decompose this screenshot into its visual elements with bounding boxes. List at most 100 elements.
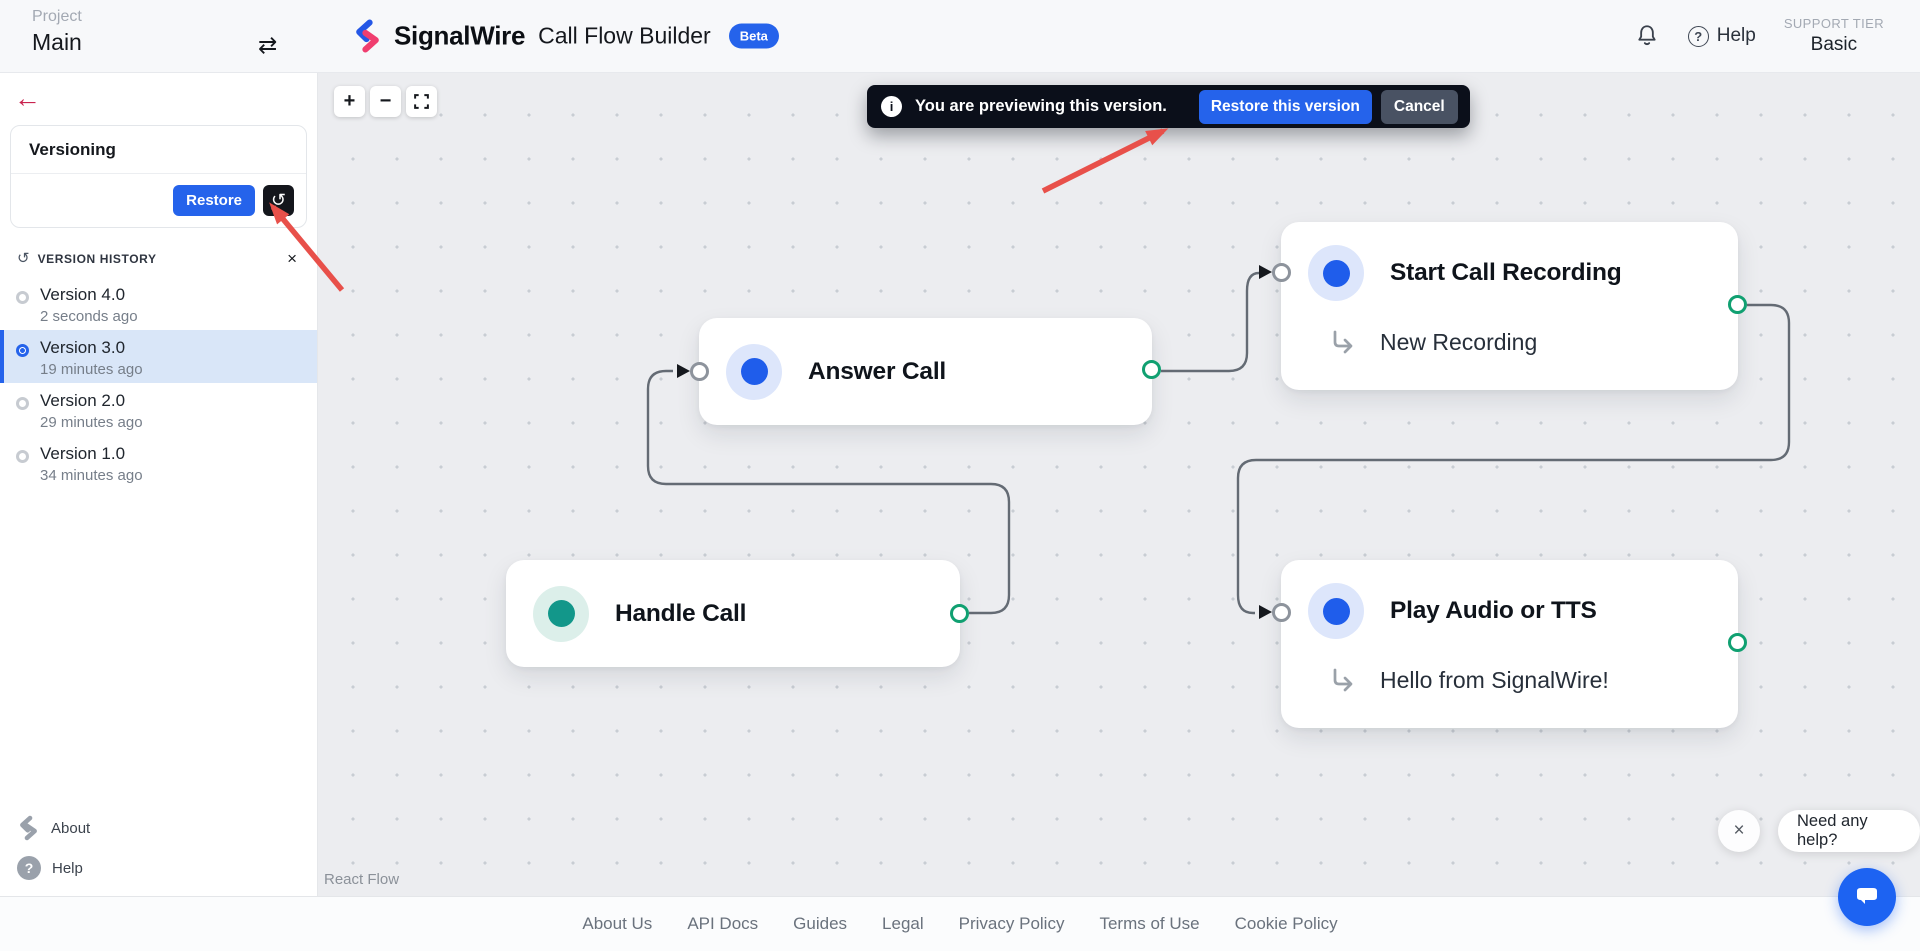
question-circle-icon: ?: [17, 856, 41, 880]
node-answer-call[interactable]: Answer Call: [677, 318, 1161, 425]
fit-view-button[interactable]: [406, 86, 437, 117]
radio-icon: [16, 291, 29, 304]
footer-link-terms-of-use[interactable]: Terms of Use: [1099, 914, 1200, 933]
footer-link-legal[interactable]: Legal: [882, 914, 924, 933]
node-handle-call[interactable]: Handle Call: [506, 560, 969, 667]
chat-tooltip: Need any help?: [1778, 810, 1920, 852]
node-start-call-recording[interactable]: Start Call Recording New Recording: [1259, 222, 1747, 390]
help-label: Help: [52, 859, 83, 877]
node-subtitle: Hello from SignalWire!: [1380, 666, 1609, 693]
output-handle[interactable]: [1728, 633, 1747, 652]
version-time: 34 minutes ago: [40, 467, 143, 484]
signalwire-logo-icon: [356, 19, 379, 53]
radio-icon: [16, 450, 29, 463]
version-item[interactable]: Version 2.0 29 minutes ago: [0, 383, 317, 436]
brand-area: SignalWire Call Flow Builder Beta: [352, 19, 779, 54]
footer-link-about-us[interactable]: About Us: [582, 914, 653, 933]
edge-arrowhead-icon: [677, 364, 690, 378]
chat-bubble-icon: [1857, 888, 1877, 904]
chat-launcher-button[interactable]: [1838, 868, 1896, 926]
versioning-panel-title: Versioning: [11, 126, 306, 174]
edge-arrowhead-icon: [1259, 605, 1272, 619]
node-dot-icon: [1308, 245, 1364, 301]
brand-name: SignalWire: [394, 20, 526, 51]
versioning-sidebar: ← Versioning Restore ↺ ↺ VERSION HISTORY…: [0, 73, 318, 896]
notifications-bell-icon[interactable]: [1634, 23, 1660, 49]
radio-icon: [16, 397, 29, 410]
output-handle[interactable]: [950, 604, 969, 623]
input-handle[interactable]: [1259, 603, 1291, 622]
edge-arrowhead-icon: [1259, 265, 1272, 279]
radio-selected-icon: [16, 344, 29, 357]
footer-link-api-docs[interactable]: API Docs: [687, 914, 759, 933]
output-handle[interactable]: [1728, 295, 1747, 314]
support-tier-label: SUPPORT TIER: [1783, 16, 1884, 31]
question-circle-icon: ?: [1687, 25, 1709, 47]
version-name: Version 3.0: [40, 338, 126, 357]
project-name: Main: [32, 29, 82, 55]
version-history-header: ↺ VERSION HISTORY ×: [0, 228, 317, 277]
signalwire-glyph-icon: [20, 815, 37, 841]
flow-edges: [646, 271, 1791, 615]
app-header: Project Main ⇄ SignalWire Call Flow Buil…: [0, 0, 1920, 73]
info-icon: i: [881, 96, 902, 117]
version-time: 2 seconds ago: [40, 308, 138, 325]
cancel-button[interactable]: Cancel: [1380, 89, 1458, 124]
zoom-in-button[interactable]: +: [334, 86, 365, 117]
fullscreen-icon: [414, 94, 429, 109]
back-arrow-icon[interactable]: ←: [14, 85, 48, 112]
version-name: Version 2.0: [40, 391, 126, 410]
react-flow-attribution: React Flow: [324, 871, 400, 888]
footer-link-privacy-policy[interactable]: Privacy Policy: [958, 914, 1065, 933]
history-icon: ↺: [17, 250, 30, 267]
versioning-panel: Versioning Restore ↺: [10, 125, 307, 228]
version-item-selected[interactable]: Version 3.0 19 minutes ago: [0, 330, 317, 383]
beta-badge: Beta: [728, 23, 779, 49]
switch-project-icon[interactable]: ⇄: [258, 32, 278, 58]
sidebar-about[interactable]: About: [17, 815, 317, 841]
node-dot-icon: [533, 585, 589, 642]
node-dot-icon: [1308, 583, 1364, 639]
node-play-audio-tts[interactable]: Play Audio or TTS Hello from SignalWire!: [1259, 560, 1747, 728]
version-history-toggle-button[interactable]: ↺: [263, 185, 294, 216]
version-item[interactable]: Version 4.0 2 seconds ago: [0, 277, 317, 330]
help-menu[interactable]: ? Help: [1687, 25, 1756, 47]
version-time: 29 minutes ago: [40, 414, 143, 431]
input-handle[interactable]: [677, 362, 709, 381]
project-selector[interactable]: Project Main: [32, 8, 82, 56]
version-item[interactable]: Version 1.0 34 minutes ago: [0, 436, 317, 489]
version-history-label: VERSION HISTORY: [37, 251, 157, 266]
branch-arrow-icon: [1333, 330, 1353, 354]
node-title: Answer Call: [808, 357, 947, 385]
input-handle[interactable]: [1259, 263, 1291, 282]
history-icon: ↺: [270, 190, 287, 210]
chat-close-button[interactable]: ×: [1718, 810, 1760, 852]
about-label: About: [51, 819, 91, 837]
banner-message: You are previewing this version.: [915, 97, 1167, 115]
output-handle[interactable]: [1142, 360, 1161, 379]
footer-link-cookie-policy[interactable]: Cookie Policy: [1234, 914, 1338, 933]
project-label: Project: [32, 8, 82, 25]
restore-this-version-button[interactable]: Restore this version: [1198, 89, 1372, 124]
flow-canvas[interactable]: + − i You are previewing this version. R…: [319, 73, 1920, 896]
node-title: Handle Call: [615, 599, 747, 627]
preview-version-banner: i You are previewing this version. Resto…: [867, 85, 1470, 128]
restore-button[interactable]: Restore: [173, 185, 255, 216]
page-title: Call Flow Builder: [538, 22, 711, 49]
canvas-controls: + −: [334, 86, 437, 117]
support-tier: SUPPORT TIER Basic: [1784, 16, 1884, 56]
version-name: Version 4.0: [40, 285, 126, 304]
sidebar-help[interactable]: ? Help: [17, 856, 317, 880]
close-icon[interactable]: ×: [287, 249, 297, 268]
version-list: Version 4.0 2 seconds ago Version 3.0 19…: [0, 277, 317, 489]
version-time: 19 minutes ago: [40, 361, 143, 378]
footer-links: About Us API Docs Guides Legal Privacy P…: [0, 896, 1920, 951]
node-subtitle: New Recording: [1380, 328, 1538, 355]
close-icon: ×: [1733, 820, 1745, 841]
support-tier-value: Basic: [1810, 34, 1858, 55]
zoom-out-button[interactable]: −: [370, 86, 401, 117]
node-title: Play Audio or TTS: [1390, 597, 1597, 624]
version-name: Version 1.0: [40, 444, 126, 463]
footer-link-guides[interactable]: Guides: [793, 914, 848, 933]
node-title: Start Call Recording: [1390, 259, 1622, 286]
